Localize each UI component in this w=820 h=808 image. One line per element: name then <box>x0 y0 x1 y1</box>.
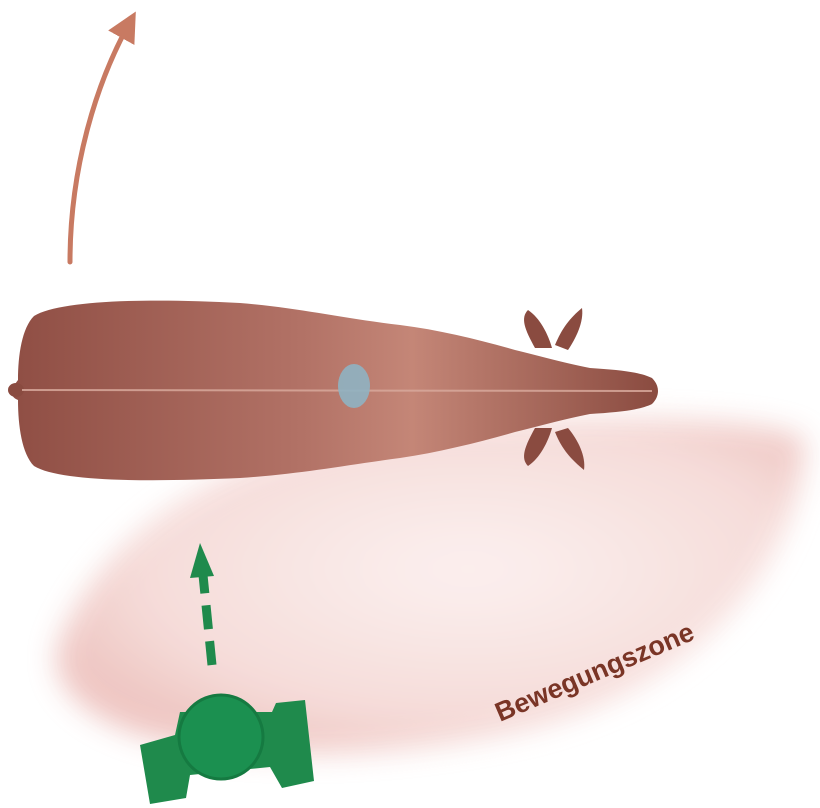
balance-point-spot <box>338 364 370 408</box>
handler-head <box>179 695 263 779</box>
escape-direction-arrow <box>70 22 130 262</box>
cow-horn-upper-right <box>555 308 582 350</box>
cow-spine <box>22 390 652 391</box>
cow-horn-upper-left <box>524 310 552 348</box>
cow-tail <box>8 383 24 397</box>
